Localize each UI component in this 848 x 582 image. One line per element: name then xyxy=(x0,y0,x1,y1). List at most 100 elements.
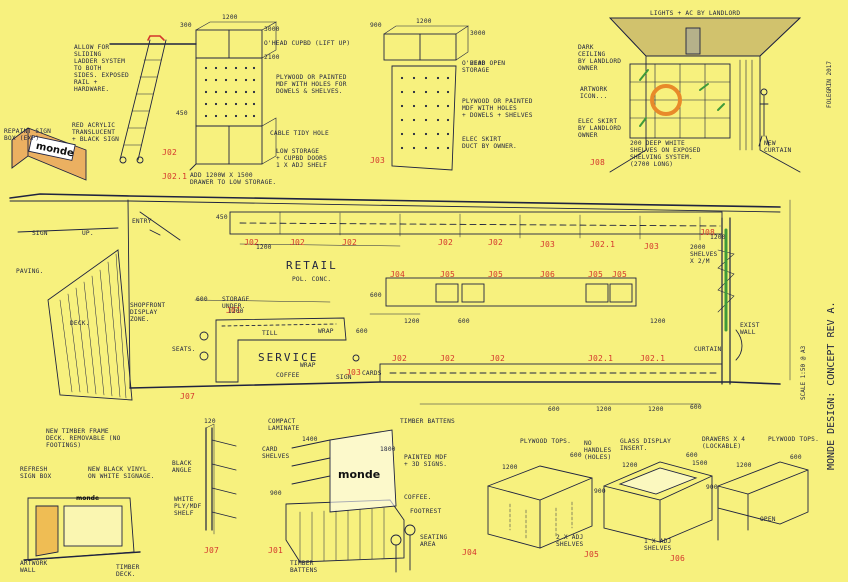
label-bc1: J07 xyxy=(204,546,220,555)
label-d2: 1200 xyxy=(256,244,272,251)
label-d7: 1200 xyxy=(596,406,612,413)
label-tc3: J08 xyxy=(590,158,606,167)
j05-unit xyxy=(603,461,713,543)
label-acrylic: RED ACRYLIC TRANSLUCENT + BLACK SIGN xyxy=(72,122,120,143)
label-a8: J03 xyxy=(644,242,660,251)
label-bc3: J04 xyxy=(462,548,478,557)
label-j06-draw: DRAWERS X 4 (LOCKABLE) xyxy=(702,436,746,450)
label-shopfront: SHOPFRONT DISPLAY ZONE. xyxy=(130,302,166,323)
label-sign2: SIGN xyxy=(336,374,352,381)
label-j04-nohole: NO HANDLES (HOLES) xyxy=(584,440,612,461)
label-c3: J02 xyxy=(440,354,456,363)
j04-unit xyxy=(487,465,593,549)
label-b-d4: 1200 xyxy=(502,464,518,471)
label-j01-seat: SEATING AREA xyxy=(420,534,448,548)
label-j01-coffee: COFFEE. xyxy=(404,494,432,501)
label-c5: J03 xyxy=(346,368,362,377)
label-tc1: J02 xyxy=(162,148,178,157)
label-j02-ohcup: O'HEAD CUPBD (LIFT UP) xyxy=(264,40,351,47)
label-j08-lights: LIGHTS + AC BY LANDLORD xyxy=(650,10,741,17)
label-b-d13: 1500 xyxy=(692,460,708,467)
j08-perspective xyxy=(608,17,802,173)
label-j021: ADD 1200W X 1500 DRAWER TO LOW STORAGE. xyxy=(190,172,277,186)
j03-elevation xyxy=(383,25,469,171)
label-retail: RETAIL xyxy=(286,259,338,272)
label-t-dim7: 1200 xyxy=(416,18,432,25)
label-b-d12: 1800 xyxy=(380,446,396,453)
label-a3: J02 xyxy=(342,238,358,247)
bottom-shelving xyxy=(379,363,723,383)
label-j08-shelves: 200 DEEP WHITE SHELVES ON EXPOSED SHELVI… xyxy=(630,140,701,168)
label-vinyl: NEW BLACK VINYL ON WHITE SIGNAGE. xyxy=(88,466,155,480)
label-j02-cable: CABLE TIDY HOLE xyxy=(270,130,329,137)
label-j07-white: WHITE PLY/MDF SHELF xyxy=(174,496,202,517)
label-a7: J02.1 xyxy=(590,240,616,249)
counter-logo: monde xyxy=(338,468,380,481)
label-coffee: COFFEE xyxy=(276,372,300,379)
label-curtain: CURTAIN xyxy=(694,346,722,353)
label-a9: J08 xyxy=(700,228,716,237)
label-d12: 600 xyxy=(458,318,470,325)
label-c8: J07 xyxy=(180,392,196,401)
label-retail-sub: POL. CONC. xyxy=(292,276,332,283)
label-j01-batt: TIMBER BATTENS xyxy=(400,418,455,425)
label-j01-cards: CARD SHELVES xyxy=(262,446,290,460)
label-c4: J02 xyxy=(490,354,506,363)
label-j03-ply: PLYWOOD OR PAINTED MDF WITH HOLES + DOWE… xyxy=(462,98,533,119)
label-b3: J05 xyxy=(488,270,504,279)
label-refresh-sign: REFRESH SIGN BOX xyxy=(20,466,52,480)
label-d4: 600 xyxy=(370,292,382,299)
label-b-d11: 900 xyxy=(706,484,718,491)
deck-elevation xyxy=(23,497,141,561)
label-bc5: J06 xyxy=(670,554,686,563)
label-d6: 1200 xyxy=(404,318,420,325)
label-t-dim6: 900 xyxy=(370,22,382,29)
label-b4: J06 xyxy=(540,270,556,279)
label-d1: 450 xyxy=(216,214,228,221)
label-t-dim4: 2100 xyxy=(264,54,280,61)
label-b2: J05 xyxy=(440,270,456,279)
label-j05-glass: GLASS DISPLAY INSERT. xyxy=(620,438,672,452)
label-wrap: WRAP xyxy=(318,328,334,335)
label-t-dim1: 300 xyxy=(180,22,192,29)
label-up: UP. xyxy=(82,230,94,237)
label-t-dim2: 1200 xyxy=(222,14,238,21)
label-j08-art: ARTWORK ICON... xyxy=(580,86,608,100)
label-b-d5: 600 xyxy=(570,452,582,459)
label-j02-low: LOW STORAGE + CUPBD DOORS 1 X ADJ SHELF xyxy=(276,148,328,169)
label-wrap2: WRAP xyxy=(300,362,316,369)
label-d8: 600 xyxy=(548,406,560,413)
label-c6: J02.1 xyxy=(588,354,614,363)
j02-elevation xyxy=(189,21,278,171)
label-j06-ply: PLYWOOD TOPS. xyxy=(768,436,820,443)
label-paving: PAVING. xyxy=(16,268,44,275)
deck-logo: monde xyxy=(76,495,99,502)
sheet-title-block: MONDE DESIGN: CONCEPT REV A. xyxy=(826,301,837,470)
label-b5: J05 xyxy=(588,270,604,279)
label-seats: SEATS. xyxy=(172,346,196,353)
label-j07-black: BLACK ANGLE xyxy=(172,460,192,474)
label-t-dim8: 3000 xyxy=(470,30,486,37)
dimension-lines xyxy=(194,199,791,405)
label-cards: CARDS xyxy=(362,370,382,377)
label-b-d9: 1200 xyxy=(736,462,752,469)
label-b-d3: 900 xyxy=(270,490,282,497)
label-a6: J03 xyxy=(540,240,556,249)
label-refurb: REPAINT SIGN BOX (EXP) xyxy=(4,128,52,142)
label-t-dim9: 2100 xyxy=(470,60,486,67)
label-j03-elec: ELEC SKIRT DUCT BY OWNER. xyxy=(462,136,517,150)
j07-bracket xyxy=(205,423,237,535)
label-deck: DECK. xyxy=(70,320,90,327)
label-b-d1: 120 xyxy=(204,418,216,425)
label-b-d6: 1200 xyxy=(622,462,638,469)
label-d10: 1200 xyxy=(710,234,726,241)
label-tc2: J03 xyxy=(370,156,386,165)
label-a5: J02 xyxy=(488,238,504,247)
label-till: TILL xyxy=(262,330,278,337)
label-d5: 600 xyxy=(356,328,368,335)
label-j02-ply: PLYWOOD OR PAINTED MDF WITH HOLES FOR DO… xyxy=(276,74,347,95)
label-bc4: J05 xyxy=(584,550,600,559)
label-sign: SIGN xyxy=(32,230,48,237)
j06-unit xyxy=(717,461,809,541)
